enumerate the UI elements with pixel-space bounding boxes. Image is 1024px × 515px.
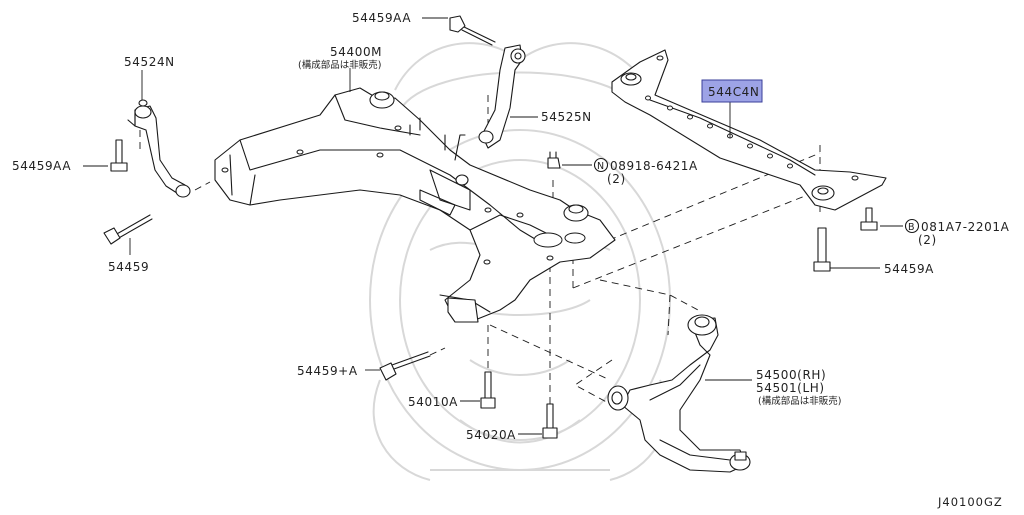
bolt-54010A (480, 371, 496, 409)
callout-54501-note: (構成部品は非販売) (758, 395, 841, 407)
callout-54400M-note: (構成部品は非販売) (298, 59, 381, 71)
bolts (103, 15, 878, 439)
bolt-symbol-icon (904, 218, 920, 234)
stabilizer-link-left (127, 99, 191, 198)
bolt-54459AA-top (449, 15, 496, 46)
callout-54459AA-left[interactable]: 54459AA (12, 159, 71, 173)
callout-54501[interactable]: 54501(LH) (756, 381, 825, 395)
callout-081A7-qty: (2) (918, 233, 937, 247)
bolt-54459plusA (379, 351, 431, 381)
callout-081A7-prefix: B (908, 222, 915, 233)
callout-08918-qty: (2) (607, 172, 626, 186)
bolt-54459AA-left (110, 139, 128, 172)
callout-54459plusA[interactable]: 54459+A (297, 364, 358, 378)
bolt-081A7 (860, 207, 878, 231)
diagram-code: J40100GZ (937, 495, 1003, 509)
callout-54010A[interactable]: 54010A (408, 395, 458, 409)
bolt-54459 (103, 214, 153, 245)
callout-54400M[interactable]: 54400M (330, 45, 382, 59)
gusset-plate (611, 49, 887, 211)
callout-54459[interactable]: 54459 (108, 260, 149, 274)
callout-54525N[interactable]: 54525N (541, 110, 592, 124)
callout-08918[interactable]: 08918-6421A (610, 159, 698, 173)
callout-labels: 54459AA 54524N 54400M (構成部品は非販売) 54459AA… (12, 11, 1010, 442)
callout-54500[interactable]: 54500(RH) (756, 368, 826, 382)
callout-54459AA-top[interactable]: 54459AA (352, 11, 411, 25)
bolt-54459A (813, 227, 831, 272)
callout-54020A[interactable]: 54020A (466, 428, 516, 442)
bolt-54020A (542, 403, 558, 439)
callout-54524N[interactable]: 54524N (124, 55, 175, 69)
callout-54459A[interactable]: 54459A (884, 262, 934, 276)
leader-lines (83, 17, 903, 435)
nut-08918 (547, 151, 561, 169)
stabilizer-link-right (478, 44, 526, 149)
callout-081A7[interactable]: 081A7-2201A (921, 220, 1010, 234)
callout-08918-prefix: N (597, 161, 604, 172)
highlight-box (701, 79, 763, 103)
callout-544C4N[interactable]: 544C4N (708, 85, 760, 99)
transverse-link (607, 314, 751, 473)
nut-symbol-icon (593, 157, 609, 173)
suspension-member (214, 87, 616, 323)
